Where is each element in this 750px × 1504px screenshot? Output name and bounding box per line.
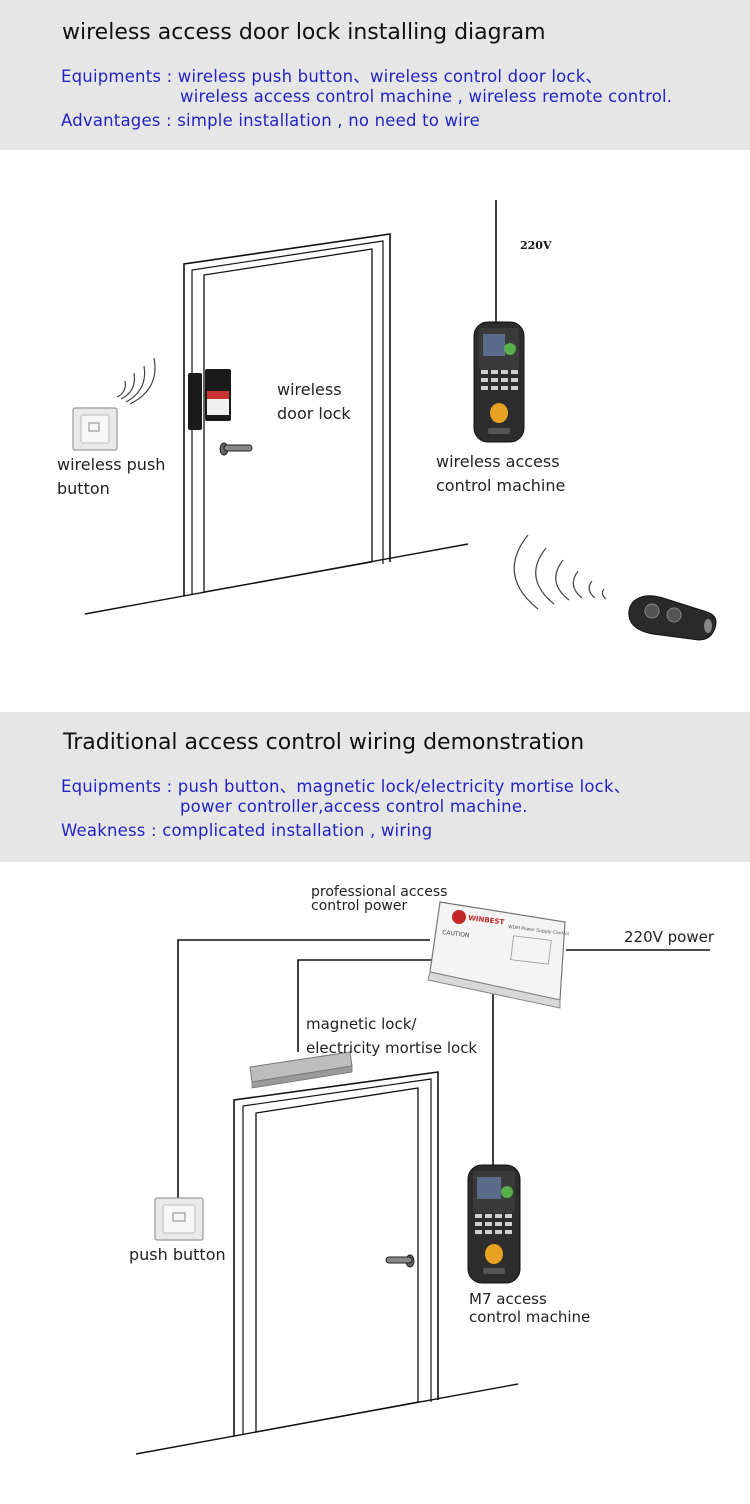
push-button-signal-icon: [116, 357, 156, 405]
magnetic-lock-icon: [249, 1051, 353, 1089]
push-button-label-line2: button: [57, 479, 110, 498]
wireless-push-button-icon: [72, 407, 118, 451]
power-supply-caution: CAUTION: [442, 929, 470, 939]
mains-label: 220V power: [624, 928, 715, 946]
door-lock-label-line2: door lock: [277, 404, 351, 423]
door-handle-icon: [219, 442, 253, 456]
power-label-line2: control power: [311, 898, 408, 914]
wiring: [177, 939, 710, 1198]
traditional-equipments-line1: Equipments : push button、magnetic lock/e…: [61, 777, 631, 796]
wireless-advantages: Advantages : simple installation , no ne…: [61, 111, 480, 130]
door-lock-label-line1: wireless: [277, 380, 342, 399]
header-wireless: wireless access door lock installing dia…: [0, 0, 750, 150]
door-leaf: [203, 248, 373, 593]
push-button-label: push button: [129, 1245, 226, 1264]
wireless-equipments-line1: Equipments : wireless push button、wirele…: [61, 67, 603, 86]
door-frame-outer: [183, 233, 391, 596]
power-label-line1: professional access: [311, 884, 448, 900]
door-frame-inner-2: [242, 1078, 432, 1434]
machine-label-line2: control machine: [436, 476, 566, 495]
m7-label-line2: control machine: [469, 1308, 591, 1326]
maglock-label-line2: electricity mortise lock: [306, 1039, 478, 1057]
remote-signal-icon: [513, 534, 607, 610]
machine-label-line1: wireless access: [436, 452, 560, 471]
power-supply-icon: WINBEST CAUTION WDM Power Supply Control: [427, 901, 569, 1009]
door-leaf-2: [255, 1087, 419, 1433]
m7-access-machine-icon: [467, 1164, 521, 1284]
push-button-label-line1: wireless push: [57, 455, 166, 474]
voltage-label: 220V: [520, 239, 552, 252]
push-button-icon: [154, 1197, 204, 1241]
wire-maglock: [297, 959, 432, 1052]
wire-push-button: [177, 939, 430, 1198]
m7-label-line1: M7 access: [469, 1290, 547, 1308]
traditional-title: Traditional access control wiring demons…: [63, 730, 585, 755]
header-traditional: Traditional access control wiring demons…: [0, 712, 750, 862]
door-frame-inner: [191, 240, 384, 594]
wireless-diagram: [72, 200, 717, 641]
wireless-door-lock-icon: [188, 369, 231, 430]
traditional-weakness: Weakness : complicated installation , wi…: [61, 821, 433, 840]
wireless-access-machine-icon: [473, 321, 525, 443]
wireless-remote-control-icon: [628, 595, 717, 641]
traditional-diagram: WINBEST CAUTION WDM Power Supply Control: [135, 901, 710, 1455]
door-handle-icon-2: [385, 1254, 415, 1268]
wireless-title: wireless access door lock installing dia…: [62, 20, 546, 45]
maglock-label-line1: magnetic lock/: [306, 1015, 417, 1033]
wireless-equipments-line2: wireless access control machine , wirele…: [180, 87, 673, 106]
door-frame-outer-2: [233, 1071, 439, 1436]
traditional-equipments-line2: power controller,access control machine.: [180, 797, 528, 816]
